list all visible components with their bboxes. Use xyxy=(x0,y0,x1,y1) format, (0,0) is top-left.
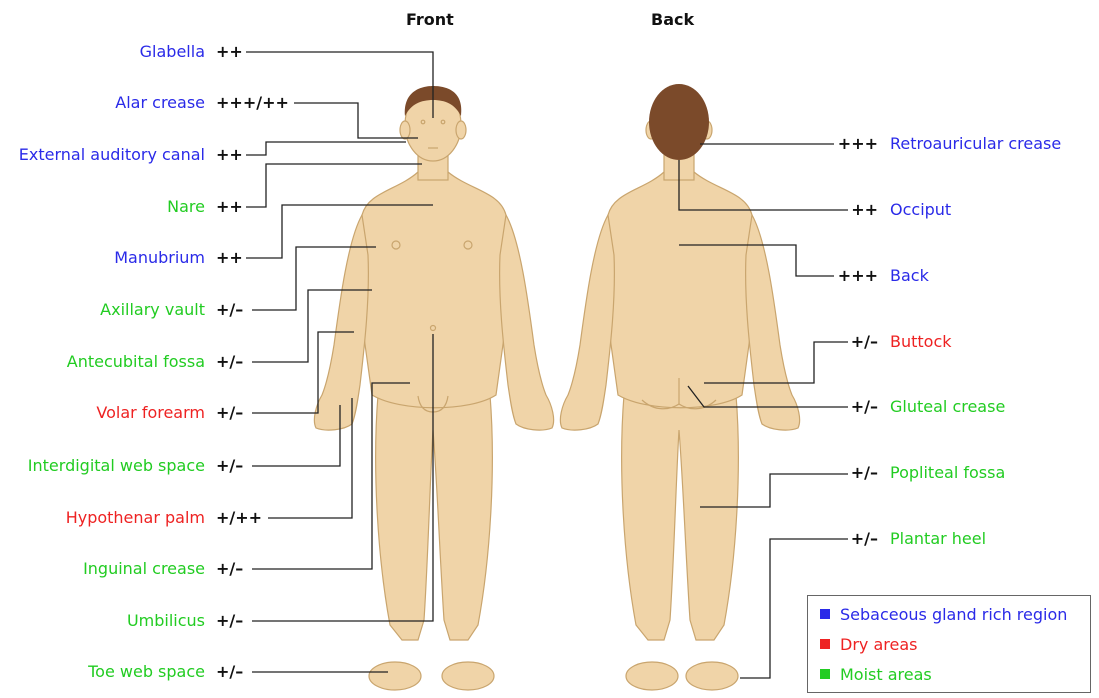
front-label-manubrium: Manubrium xyxy=(114,246,205,270)
legend-item-moist: Moist areas xyxy=(820,663,932,687)
front-ear-left xyxy=(400,121,410,139)
back-heel-left xyxy=(626,662,678,690)
front-score-toe-web-space: +/– xyxy=(216,660,243,684)
front-score-manubrium: ++ xyxy=(216,246,243,270)
front-heading: Front xyxy=(406,10,454,29)
front-score-alar-crease: +++/++ xyxy=(216,91,289,115)
legend-label-moist: Moist areas xyxy=(840,665,932,684)
front-score-umbilicus: +/– xyxy=(216,609,243,633)
front-label-external-auditory-canal: External auditory canal xyxy=(19,143,205,167)
front-torso xyxy=(358,172,511,408)
front-score-axillary-vault: +/– xyxy=(216,298,243,322)
back-heading: Back xyxy=(651,10,694,29)
back-label-gluteal-crease: Gluteal crease xyxy=(890,395,1005,419)
leader-external-auditory-canal xyxy=(246,142,406,155)
front-label-hypothenar-palm: Hypothenar palm xyxy=(66,506,205,530)
back-score-popliteal-fossa: +/– xyxy=(851,461,878,485)
legend-item-sebaceous: Sebaceous gland rich region xyxy=(820,603,1067,627)
front-label-volar-forearm: Volar forearm xyxy=(96,401,205,425)
front-body-figure xyxy=(314,89,553,690)
front-left-arm xyxy=(500,215,554,430)
back-body-figure xyxy=(560,121,799,690)
front-label-umbilicus: Umbilicus xyxy=(127,609,205,633)
back-hair xyxy=(649,84,709,160)
front-score-glabella: ++ xyxy=(216,40,243,64)
legend-swatch-moist xyxy=(820,669,830,679)
front-foot-right xyxy=(442,662,494,690)
front-score-volar-forearm: +/– xyxy=(216,401,243,425)
back-score-plantar-heel: +/– xyxy=(851,527,878,551)
front-label-antecubital-fossa: Antecubital fossa xyxy=(67,350,205,374)
back-label-back: Back xyxy=(890,264,929,288)
front-score-inguinal-crease: +/– xyxy=(216,557,243,581)
front-score-antecubital-fossa: +/– xyxy=(216,350,243,374)
back-score-occiput: ++ xyxy=(851,198,878,222)
back-right-arm xyxy=(746,215,800,430)
back-heel-right xyxy=(686,662,738,690)
legend-item-dry: Dry areas xyxy=(820,633,917,657)
legend-label-sebaceous: Sebaceous gland rich region xyxy=(840,605,1067,624)
front-label-toe-web-space: Toe web space xyxy=(88,660,205,684)
back-score-gluteal-crease: +/– xyxy=(851,395,878,419)
front-score-hypothenar-palm: +/++ xyxy=(216,506,262,530)
back-left-arm xyxy=(560,215,614,430)
back-label-retroauricular-crease: Retroauricular crease xyxy=(890,132,1061,156)
back-score-back: +++ xyxy=(838,264,878,288)
front-label-axillary-vault: Axillary vault xyxy=(100,298,205,322)
front-ear-right xyxy=(456,121,466,139)
front-score-external-auditory-canal: ++ xyxy=(216,143,243,167)
back-label-plantar-heel: Plantar heel xyxy=(890,527,986,551)
back-label-buttock: Buttock xyxy=(890,330,952,354)
front-score-interdigital-web-space: +/– xyxy=(216,454,243,478)
front-label-nare: Nare xyxy=(167,195,205,219)
back-legs xyxy=(622,395,739,640)
back-label-popliteal-fossa: Popliteal fossa xyxy=(890,461,1005,485)
back-score-retroauricular-crease: +++ xyxy=(838,132,878,156)
front-label-interdigital-web-space: Interdigital web space xyxy=(28,454,205,478)
front-label-inguinal-crease: Inguinal crease xyxy=(83,557,205,581)
back-torso xyxy=(604,172,757,408)
legend-swatch-dry xyxy=(820,639,830,649)
legend-swatch-sebaceous xyxy=(820,609,830,619)
front-score-nare: ++ xyxy=(216,195,243,219)
front-foot-left xyxy=(369,662,421,690)
back-label-occiput: Occiput xyxy=(890,198,951,222)
back-score-buttock: +/– xyxy=(851,330,878,354)
front-label-alar-crease: Alar crease xyxy=(115,91,205,115)
legend-label-dry: Dry areas xyxy=(840,635,917,654)
front-label-glabella: Glabella xyxy=(140,40,205,64)
leader-alar-crease xyxy=(294,103,418,138)
front-legs xyxy=(376,395,493,640)
